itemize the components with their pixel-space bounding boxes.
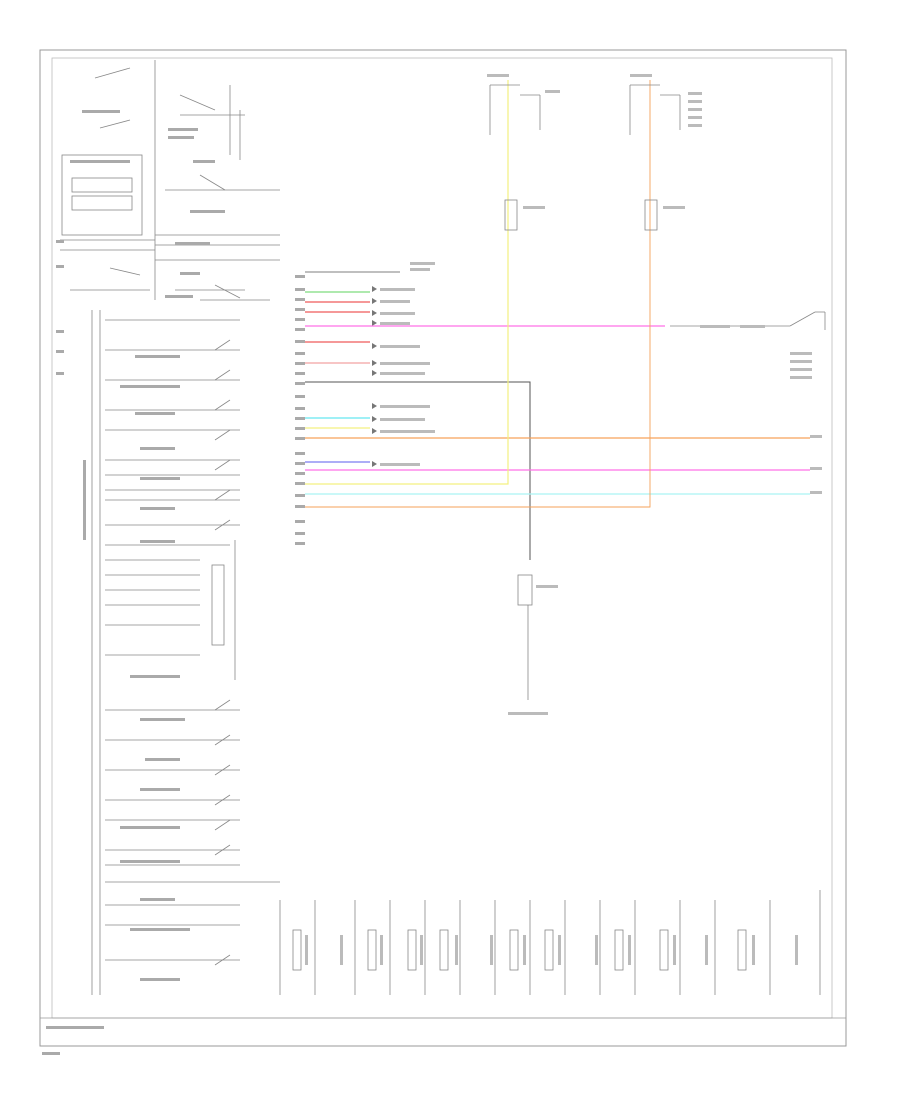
upper-right-labels [487,74,702,715]
wire-yellow-to-top [305,80,509,485]
wire-black-down [305,381,531,560]
caption-mark [46,1026,104,1029]
right-labels [700,325,822,494]
upper-left-switch-block [60,60,280,301]
left-bus [91,310,280,995]
page-ref-mark [42,1052,60,1055]
diagram-frame [39,49,847,1047]
connector-arrows [372,286,377,467]
left-bus-switches [214,339,231,966]
connector-circuit-labels [380,262,435,466]
colored-wires [305,80,810,560]
wire-orange-to-top [305,80,651,508]
bottom-labels [305,935,798,965]
upper-left-labels [70,110,225,298]
left-bus-labels [56,240,190,981]
inner-frame [51,57,833,1019]
connector-pins [295,275,305,545]
upper-right-terminals [489,84,681,606]
bottom-components [279,890,821,995]
